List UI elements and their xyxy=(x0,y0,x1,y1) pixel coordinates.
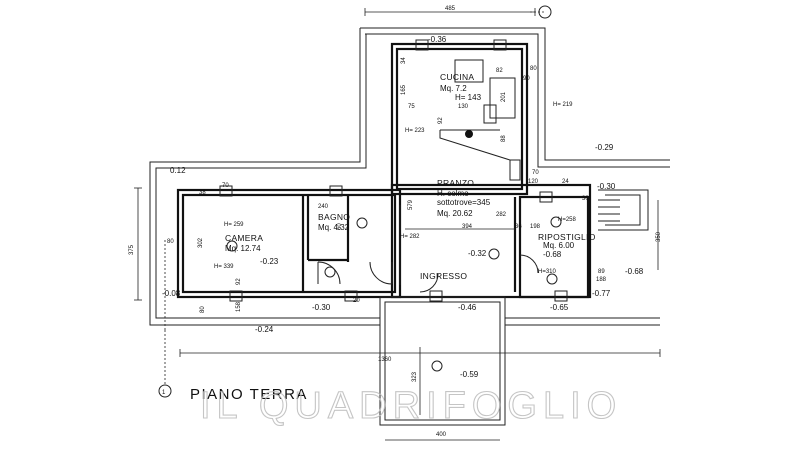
room-pranzo-line2: sottotrove=345 xyxy=(437,198,491,207)
level-label: -0.24 xyxy=(255,325,274,334)
dim-cucina-88: 88 xyxy=(501,135,507,142)
room-bagno-area: Mq. 4.32 xyxy=(318,223,350,232)
dim-h282b: 282 xyxy=(496,212,507,218)
dim-cucina-w: 90 xyxy=(523,76,530,82)
porch-inner xyxy=(384,301,501,421)
axis-markers: 1 xyxy=(158,5,552,398)
dim-w89: 89 xyxy=(598,269,605,275)
dim-porch-width: 400 xyxy=(436,432,447,438)
dim-h258: H=258 xyxy=(558,217,577,223)
level-label: -0.30 xyxy=(597,182,616,191)
level-label: 0.12 xyxy=(170,166,186,175)
room-cucina-height: H= 143 xyxy=(455,93,482,102)
dim-porch-height: 323 xyxy=(412,371,418,382)
dim-cucina-130: 130 xyxy=(458,104,469,110)
dimension-texts: 485 375 1360 400 323 350 90 201 130 75 9… xyxy=(129,6,662,438)
dim-w158: 158 xyxy=(236,301,242,312)
dim-cucina-165: 165 xyxy=(401,84,407,95)
dim-cucina-80: 80 xyxy=(530,66,537,72)
room-bagno-name: BAGNO xyxy=(318,212,350,222)
dim-w120: 120 xyxy=(528,179,539,185)
level-label: -0.36 xyxy=(428,35,447,44)
plan-title: PIANO TERRA xyxy=(190,386,308,403)
window-marks xyxy=(219,39,568,302)
dim-w394: 394 xyxy=(462,224,473,230)
room-cucina-name: CUCINA xyxy=(440,72,474,82)
level-label: -0.08 xyxy=(162,289,181,298)
dim-right: 350 xyxy=(656,231,662,242)
room-pranzo-area: Mq. 20.62 xyxy=(437,209,473,218)
level-label: -0.65 xyxy=(550,303,569,312)
dim-w70: 70 xyxy=(532,170,539,176)
dim-h259: H= 259 xyxy=(224,222,244,228)
dim-h310: H=310 xyxy=(538,269,557,275)
dimension-lines xyxy=(134,8,661,441)
dim-w80a: 80 xyxy=(167,239,174,245)
room-labels: CUCINA Mq. 7.2 H= 143 PRANZO H. colmo so… xyxy=(225,72,596,281)
axis-marker-label: 1 xyxy=(162,390,166,396)
perimeter-walkway xyxy=(149,27,670,326)
dim-w198: 198 xyxy=(530,224,541,230)
room-cucina-area: Mq. 7.2 xyxy=(440,84,467,93)
dim-w80b: 80 xyxy=(200,306,206,313)
dim-w20: 20 xyxy=(353,298,360,304)
level-labels: -0.36 -0.29 0.12 -0.30 -0.23 -0.32 -0.68… xyxy=(162,35,644,379)
dim-left: 375 xyxy=(129,244,135,255)
dim-h282a: H= 282 xyxy=(400,234,420,240)
dim-cucina-34: 34 xyxy=(401,57,407,64)
dim-h223: H= 223 xyxy=(405,128,425,134)
dim-w24: 24 xyxy=(562,179,569,185)
watermark: IL QUADRIFOGLIO xyxy=(200,385,622,427)
level-label: -0.32 xyxy=(468,249,487,258)
dim-w70b: 70 xyxy=(222,183,229,189)
room-camera-name: CAMERA xyxy=(225,233,263,243)
level-label: -0.77 xyxy=(592,289,611,298)
level-label: -0.46 xyxy=(458,303,477,312)
dim-w188: 188 xyxy=(596,277,607,283)
room-camera-area: Mq. 12.74 xyxy=(225,244,261,253)
dim-cucina-92: 92 xyxy=(438,117,444,124)
room-ripostiglio-area: Mq. 6.00 xyxy=(543,241,575,250)
kitchen-sink-icon xyxy=(465,130,473,138)
dim-w30: 30 xyxy=(582,196,589,202)
dim-h219: H= 219 xyxy=(553,102,573,108)
dim-w60: 60 xyxy=(337,223,343,230)
dim-w579: 579 xyxy=(408,199,414,210)
level-label: -0.29 xyxy=(595,143,614,152)
dim-w92: 92 xyxy=(236,278,242,285)
door-swings xyxy=(317,254,539,293)
exterior-steps xyxy=(598,199,620,222)
room-ripostiglio-name: RIPOSTIGLIO xyxy=(538,232,596,242)
level-label: -0.23 xyxy=(260,257,279,266)
dim-w240: 240 xyxy=(318,204,329,210)
level-label: -0.30 xyxy=(312,303,331,312)
dim-cucina-75: 75 xyxy=(408,104,415,110)
room-pranzo-name: PRANZO xyxy=(437,178,474,188)
level-label: -0.68 xyxy=(625,267,644,276)
dim-h339: H= 339 xyxy=(214,264,234,270)
dim-w38: 38 xyxy=(199,190,206,196)
level-label: -0.68 xyxy=(543,250,562,259)
dim-top: 485 xyxy=(445,6,456,12)
room-pranzo-line1: H. colmo xyxy=(437,189,469,198)
level-label: -0.59 xyxy=(460,370,479,379)
room-ingresso-name: INGRESSO xyxy=(420,271,467,281)
dim-bottom: 1360 xyxy=(378,357,392,363)
room-markers xyxy=(226,216,562,372)
dim-cucina-82: 82 xyxy=(496,68,503,74)
dim-cucina-h: 201 xyxy=(501,91,507,102)
dim-w36: 36 xyxy=(515,224,522,230)
dim-w302: 302 xyxy=(198,237,204,248)
porch xyxy=(379,296,506,426)
